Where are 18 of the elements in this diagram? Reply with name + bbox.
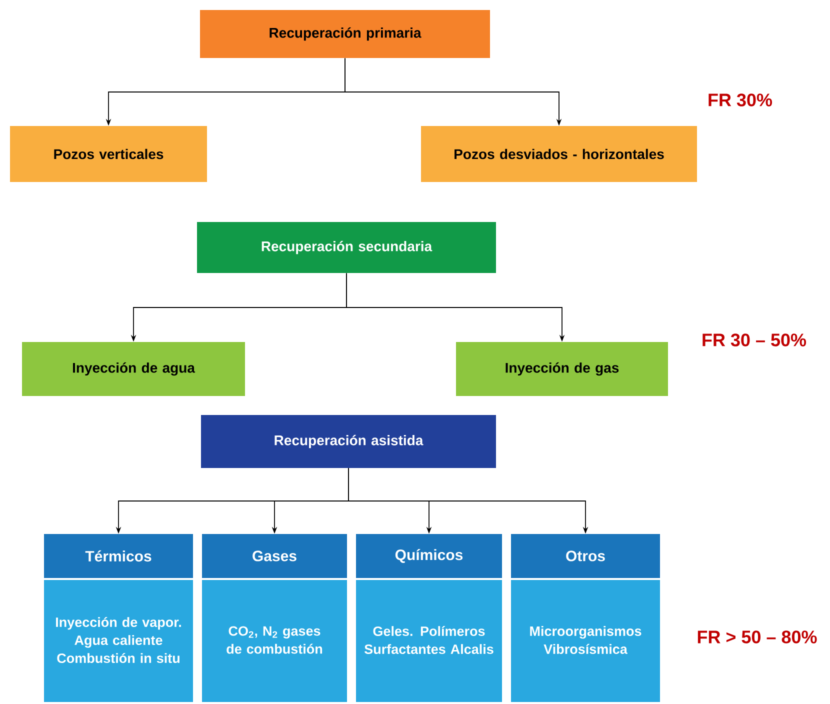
node-label: Gases	[252, 550, 296, 562]
node-label: Térmicos	[85, 550, 152, 562]
category-box: Térmicos Inyección de vapor. Agua caliente Combustión in situ	[44, 534, 193, 702]
percentage-label: FR 30%	[708, 94, 772, 106]
category-box: Otros Microorganismos Vibrosísmica	[511, 534, 660, 702]
process-box: Pozos verticales	[10, 126, 207, 182]
category-box: Gases CO$_{2}$, N$_{2}$ gases de combustión	[202, 534, 347, 702]
node-label: Químicos	[395, 549, 463, 563]
process-box: Pozos desviados - horizontales	[421, 126, 697, 182]
category-box: Químicos Geles. Polímeros Surfactantes Alcalis	[356, 534, 502, 702]
process-box: Recuperación primaria	[200, 10, 490, 58]
process-box: Recuperación asistida	[201, 415, 496, 468]
percentage-label: FR 30 – 50%	[702, 334, 806, 346]
node-label: Otros	[566, 550, 605, 562]
percentage-label: FR > 50 – 80%	[698, 630, 817, 644]
process-box: Inyección de gas	[456, 342, 668, 396]
process-box: Recuperación secundaria	[197, 222, 496, 273]
process-box: Inyección de agua	[22, 342, 245, 396]
